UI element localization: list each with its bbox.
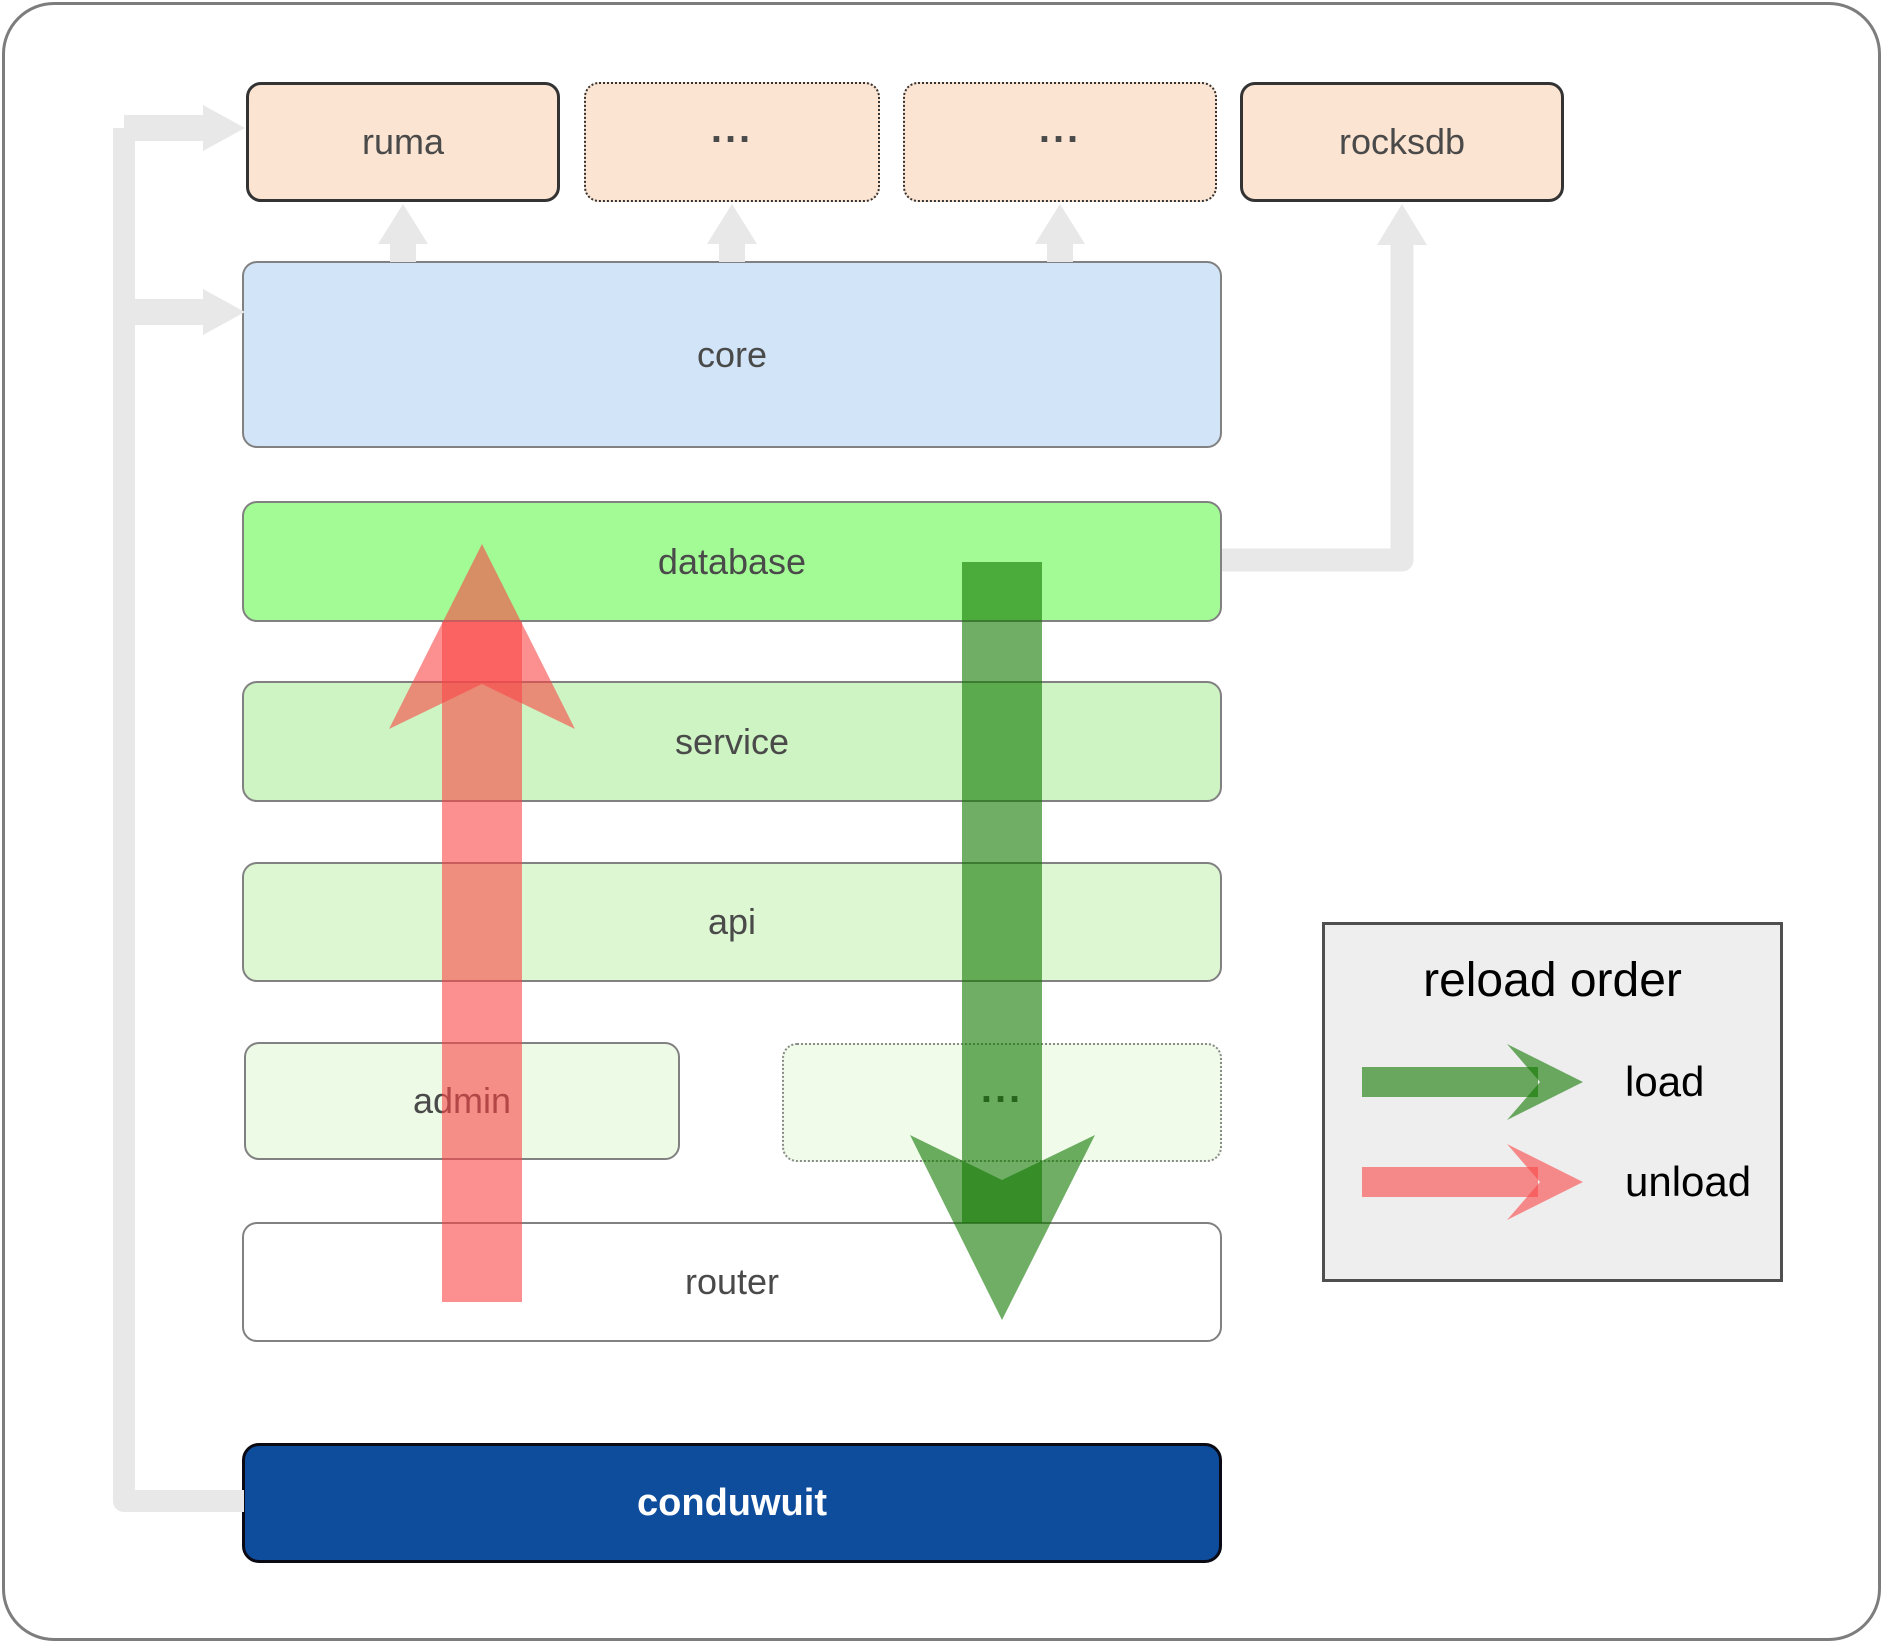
branch-to-core-arrowhead-icon [203,289,245,335]
legend-load-label: load [1625,1058,1705,1105]
core-to-ellipsis1-arrow [707,204,757,262]
core-to-ellipsis2-arrow [1035,204,1085,262]
branch-to-ruma-arrowhead-icon [203,105,245,151]
node-ellipsis-3-label: ... [980,1066,1024,1111]
node-conduwuit: conduwuit [242,1443,1222,1563]
node-ellipsis-1-label: ... [710,106,754,151]
node-conduwuit-label: conduwuit [637,1481,827,1524]
database-to-rocksdb-line [1222,244,1414,572]
node-admin-label: admin [412,1080,512,1121]
node-database: database [242,501,1222,622]
node-router: router [242,1222,1222,1342]
node-admin: admin [244,1042,680,1160]
node-rocksdb: rocksdb [1240,82,1564,202]
core-to-ellipsis1-arrowhead-icon [707,204,757,244]
legend-unload-label: unload [1625,1158,1752,1205]
core-to-ruma-arrow [378,204,428,262]
legend-title: reload order [1423,954,1682,1007]
node-ruma-label: ruma [361,121,445,162]
node-service-label: service [674,720,790,762]
node-ellipsis-2: ... [903,82,1217,202]
node-ruma: ruma [246,82,560,202]
node-core-label: core [696,333,768,375]
node-api: api [242,862,1222,982]
node-database-label: database [657,540,807,582]
node-rocksdb-label: rocksdb [1338,121,1466,162]
legend-box: reload order [1322,922,1783,1282]
node-ellipsis-3: ... [782,1043,1222,1162]
node-api-label: api [707,901,757,942]
database-to-rocksdb-connector [1222,204,1427,572]
core-to-ruma-arrowhead-icon [378,204,428,244]
left-vertical-line [113,128,244,1512]
node-router-label: router [684,1261,780,1302]
core-to-ellipsis2-arrowhead-icon [1035,204,1085,244]
node-ellipsis-1: ... [584,82,880,202]
node-service: service [242,681,1222,802]
node-ellipsis-2-label: ... [1038,106,1082,151]
conduwuit-feedback-connector [113,105,245,1512]
database-to-rocksdb-arrowhead-icon [1377,204,1427,245]
node-core: core [242,261,1222,448]
